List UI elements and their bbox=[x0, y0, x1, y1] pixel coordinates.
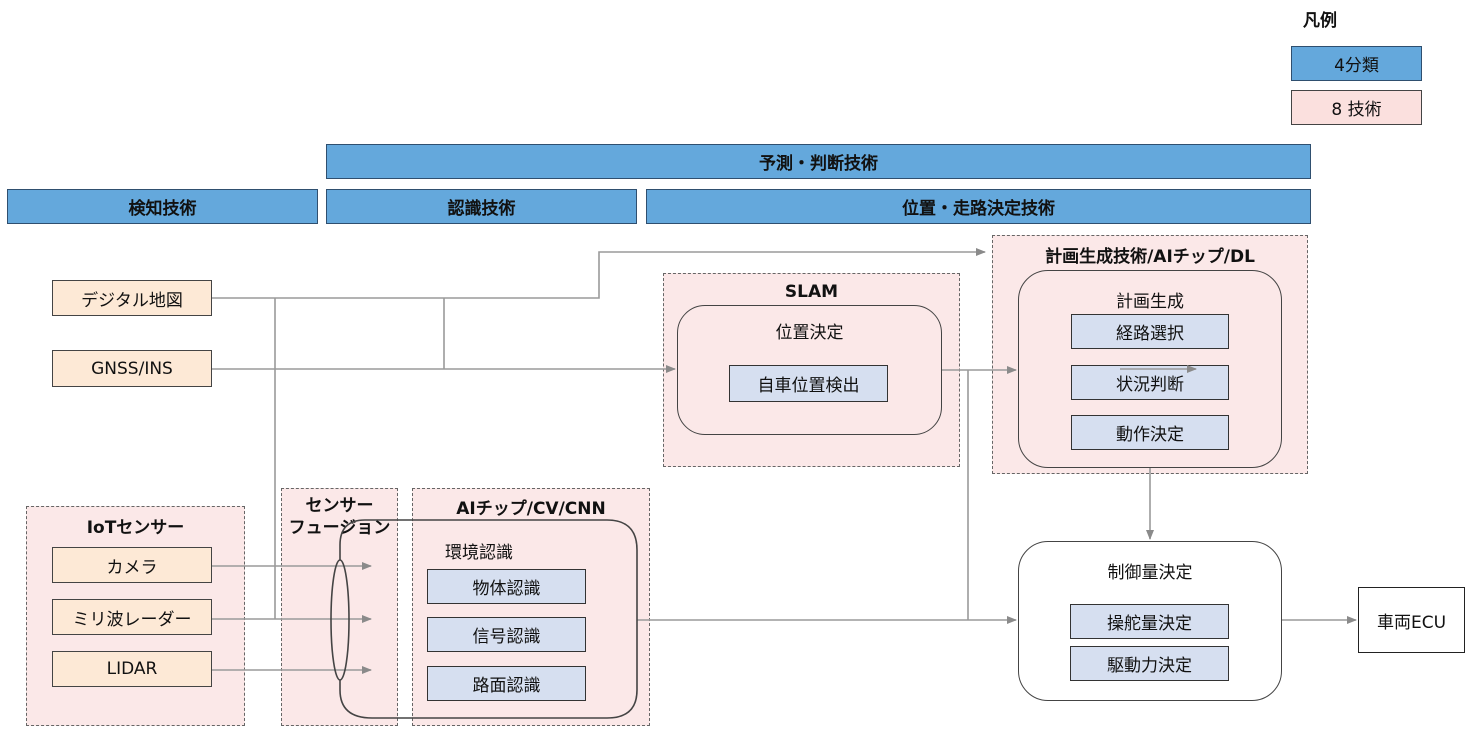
group-position-determination: 位置決定 bbox=[677, 305, 942, 435]
sensor-mmwave-radar: ミリ波レーダー bbox=[52, 599, 212, 635]
zone-iot-sensor-title: IoTセンサー bbox=[86, 518, 185, 538]
tech-signal-recognition: 信号認識 bbox=[427, 617, 586, 652]
legend-item-category: 4分類 bbox=[1291, 46, 1422, 81]
tech-road-surface-recognition: 路面認識 bbox=[427, 666, 586, 701]
source-gnss-ins: GNSS/INS bbox=[52, 350, 212, 387]
tech-ego-position-detection: 自車位置検出 bbox=[729, 365, 888, 402]
sensor-camera: カメラ bbox=[52, 547, 212, 583]
tech-situation-judgment: 状況判断 bbox=[1071, 365, 1229, 400]
sensor-lidar: LIDAR bbox=[52, 651, 212, 687]
vehicle-ecu: 車両ECU bbox=[1358, 587, 1465, 653]
legend-title: 凡例 bbox=[1303, 11, 1337, 31]
tech-steering-amount: 操舵量決定 bbox=[1070, 604, 1229, 639]
group-position-determination-title: 位置決定 bbox=[775, 323, 844, 343]
tech-object-recognition: 物体認識 bbox=[427, 569, 586, 604]
group-plan-generation: 計画生成 bbox=[1018, 270, 1282, 468]
category-positioning: 位置・走路決定技術 bbox=[646, 189, 1311, 224]
zone-sensor-fusion-title-line2: フュージョン bbox=[288, 518, 391, 538]
category-prediction: 予測・判断技術 bbox=[326, 144, 1311, 179]
group-plan-generation-title: 計画生成 bbox=[1116, 292, 1184, 312]
zone-ai-cv-cnn-title: AIチップ/CV/CNN bbox=[456, 499, 606, 519]
tech-action-decision: 動作決定 bbox=[1071, 415, 1229, 450]
group-control-determination-title: 制御量決定 bbox=[1107, 563, 1193, 583]
legend-item-technology: 8 技術 bbox=[1291, 90, 1422, 125]
category-detection: 検知技術 bbox=[7, 189, 318, 224]
zone-planning-title: 計画生成技術/AIチップ/DL bbox=[1045, 247, 1255, 267]
zone-sensor-fusion-title-line1: センサー bbox=[305, 496, 374, 516]
group-environment-recognition-title: 環境認識 bbox=[445, 543, 513, 563]
tech-route-selection: 経路選択 bbox=[1071, 314, 1229, 349]
source-digital-map: デジタル地図 bbox=[52, 280, 212, 316]
zone-slam-title: SLAM bbox=[784, 282, 839, 302]
zone-sensor-fusion: センサー フュージョン bbox=[281, 488, 398, 726]
tech-driving-force: 駆動力決定 bbox=[1070, 646, 1229, 681]
category-recognition: 認識技術 bbox=[326, 189, 637, 224]
